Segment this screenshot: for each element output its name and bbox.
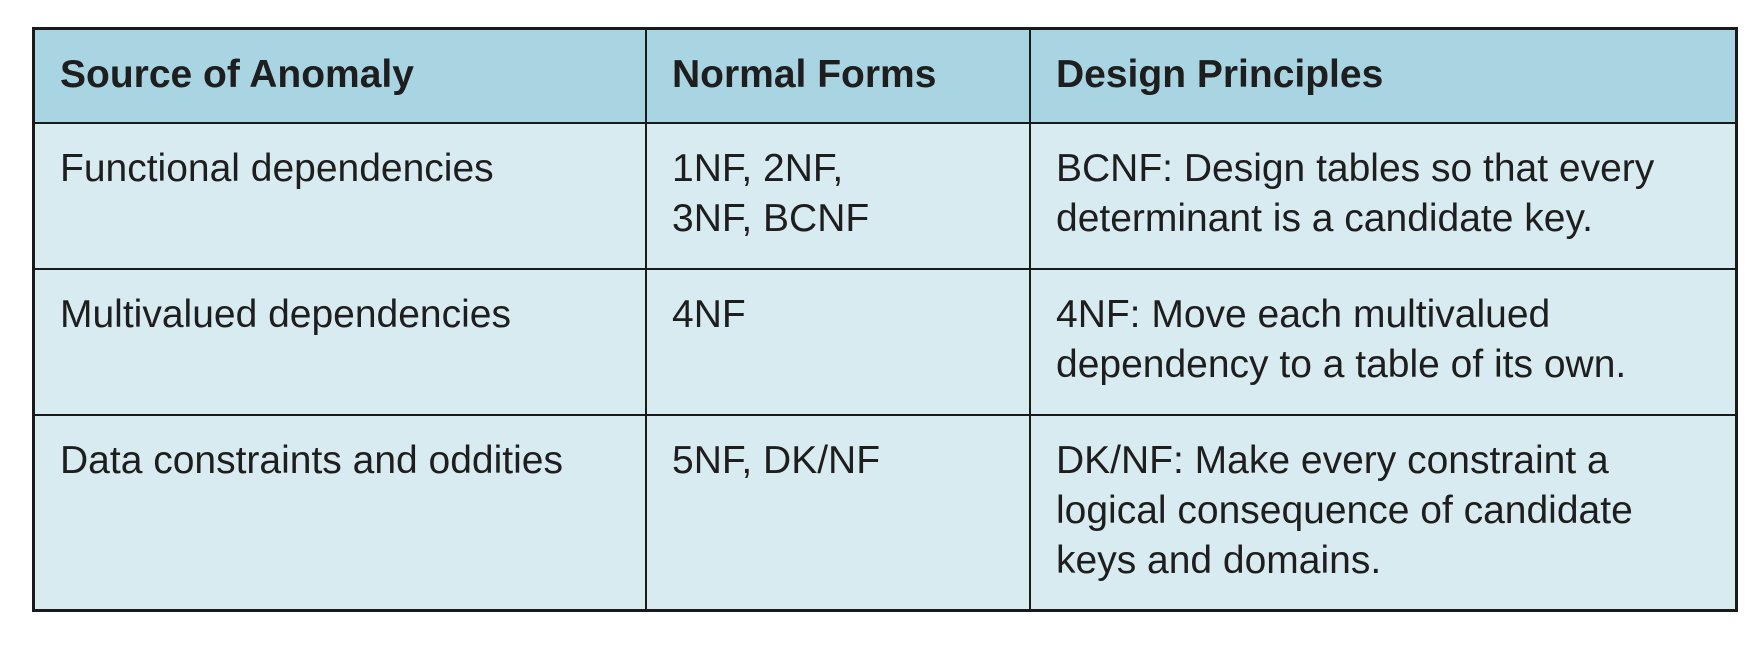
cell-source-of-anomaly: Multivalued dependencies (35, 270, 647, 416)
cell-source-of-anomaly: Data constraints and oddities (35, 416, 647, 609)
cell-design-principles: DK/NF: Make every constraint a logical c… (1056, 439, 1633, 582)
cell-normal-forms: 1NF, 2NF, 3NF, BCNF (647, 124, 1031, 270)
cell-normal-forms: 5NF, DK/NF (647, 416, 1031, 609)
header-design-principles: Design Principles (1031, 30, 1735, 124)
header-source-of-anomaly: Source of Anomaly (35, 30, 647, 124)
normal-forms-table: Source of Anomaly Normal Forms Design Pr… (32, 27, 1738, 612)
cell-normal-forms: 4NF (647, 270, 1031, 416)
cell-design-principles: BCNF: Design tables so that every determ… (1031, 124, 1735, 270)
cell-design-principles: 4NF: Move each multivalued dependency to… (1031, 270, 1735, 416)
cell-source-of-anomaly: Functional dependencies (35, 124, 647, 270)
header-normal-forms: Normal Forms (647, 30, 1031, 124)
